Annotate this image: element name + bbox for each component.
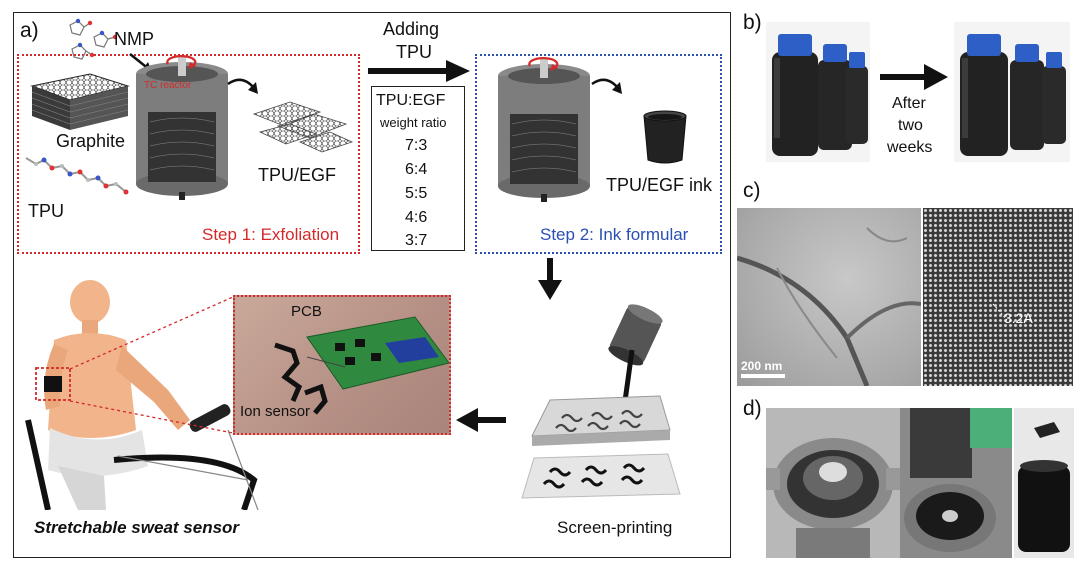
ratio-value: 3:7 xyxy=(405,232,428,249)
ratio-value: 4:6 xyxy=(405,209,428,226)
nmp-label: NMP xyxy=(114,29,154,49)
tpu-label: TPU xyxy=(28,201,64,221)
bottles-before-photo xyxy=(766,22,870,162)
left-arrow xyxy=(456,408,506,432)
tc-reactor-illustration-1 xyxy=(136,55,228,200)
ratio-value: 7:3 xyxy=(405,137,428,154)
after-label-line3: weeks xyxy=(887,139,933,156)
ink-cup-illustration xyxy=(643,110,687,164)
lattice-spacing-label: 3.2A xyxy=(1004,310,1033,326)
scale-bar-label: 200 nm xyxy=(741,359,783,373)
after-two-weeks-arrow xyxy=(880,64,948,90)
bottles-after-photo xyxy=(954,22,1070,162)
stretchable-sensor-caption: Stretchable sweat sensor xyxy=(34,518,240,537)
ratio-table xyxy=(371,86,465,251)
human-figure-illustration xyxy=(25,280,259,510)
tc-reactor-illustration-2 xyxy=(498,57,590,202)
adding-tpu-arrow xyxy=(368,60,470,82)
panel-a xyxy=(13,12,731,558)
reactor2-output-arrow xyxy=(591,78,622,94)
step2-box xyxy=(475,54,722,254)
tc-reactor-label: TC reactor xyxy=(144,80,192,91)
tpu-egf-label: TPU/EGF xyxy=(258,165,337,185)
tpu-chain-illustration xyxy=(25,157,129,195)
ink-jar-photo xyxy=(1014,408,1074,558)
ink-label: TPU/EGF ink xyxy=(606,175,713,195)
adding-tpu-line2: TPU xyxy=(396,42,432,62)
panel-a-label: a) xyxy=(20,19,39,42)
panel-d-label: d) xyxy=(743,397,762,420)
after-label-line2: two xyxy=(898,117,923,134)
ratio-value: 6:4 xyxy=(405,161,428,178)
panel-b-label: b) xyxy=(743,11,762,34)
tpu-egf-sheets-illustration xyxy=(252,101,354,153)
after-label-line1: After xyxy=(892,95,926,112)
step1-title: Step 1: Exfoliation xyxy=(202,225,340,244)
screen-printing-label: Screen-printing xyxy=(557,518,673,537)
graphite-block-illustration xyxy=(30,73,130,130)
reactor1-output-arrow xyxy=(227,78,258,94)
graphite-label: Graphite xyxy=(56,131,126,151)
down-arrow xyxy=(538,258,562,300)
screen-printing-illustration xyxy=(521,304,681,499)
nmp-molecule-illustration xyxy=(69,18,118,60)
pcb-label: PCB xyxy=(291,303,322,320)
ion-sensor-label: Ion sensor xyxy=(240,403,311,420)
inset-callout-lines xyxy=(69,297,234,434)
tem-lattice-image xyxy=(923,208,1073,386)
ratio-header: TPU:EGF xyxy=(376,92,446,109)
panel-c-label: c) xyxy=(743,179,761,202)
reactor-top-photo xyxy=(766,408,900,558)
reactor-open-photo xyxy=(900,408,1012,558)
step2-title: Step 2: Ink formular xyxy=(540,225,689,244)
pcb-board-illustration xyxy=(274,316,449,415)
ratio-subheader: weight ratio xyxy=(380,115,447,130)
step1-box xyxy=(17,54,360,254)
adding-tpu-line1: Adding xyxy=(383,19,440,39)
ratio-value: 5:5 xyxy=(405,185,428,202)
tem-low-mag-image xyxy=(737,208,921,386)
